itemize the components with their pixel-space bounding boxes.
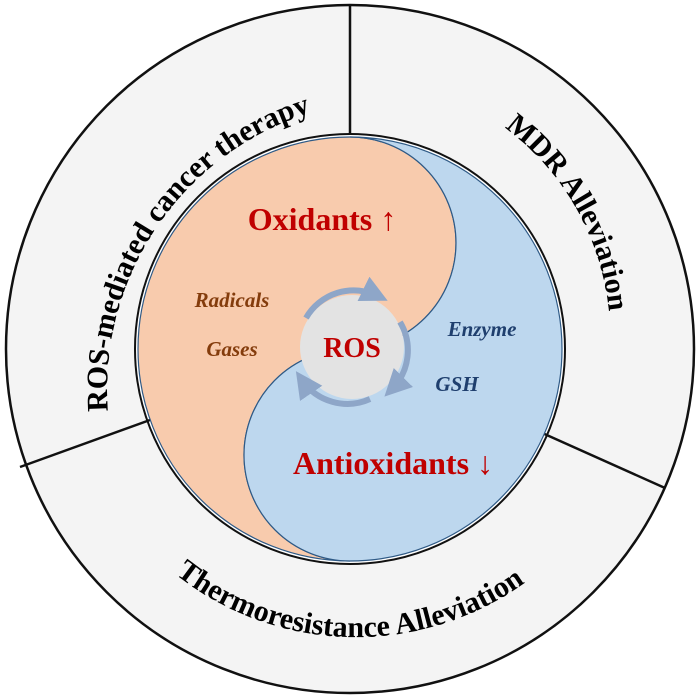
cycle-arrow-right <box>384 320 413 397</box>
oxidant-item-radicals: Radicals <box>194 288 270 312</box>
oxidant-item-gases: Gases <box>206 337 257 361</box>
oxidants-title: Oxidants ↑ <box>248 201 396 237</box>
ring-divider-left <box>19 418 151 469</box>
cycle-arrow-bottom <box>295 371 372 407</box>
antioxidant-item-gsh: GSH <box>435 372 479 396</box>
ros-label: ROS <box>323 333 381 364</box>
antioxidant-item-enzyme: Enzyme <box>447 317 517 341</box>
antioxidants-title: Antioxidants ↓ <box>293 445 493 481</box>
ros-center-circle <box>300 295 404 399</box>
ring-divider-right <box>539 430 666 490</box>
cycle-arrow-top <box>303 276 388 320</box>
